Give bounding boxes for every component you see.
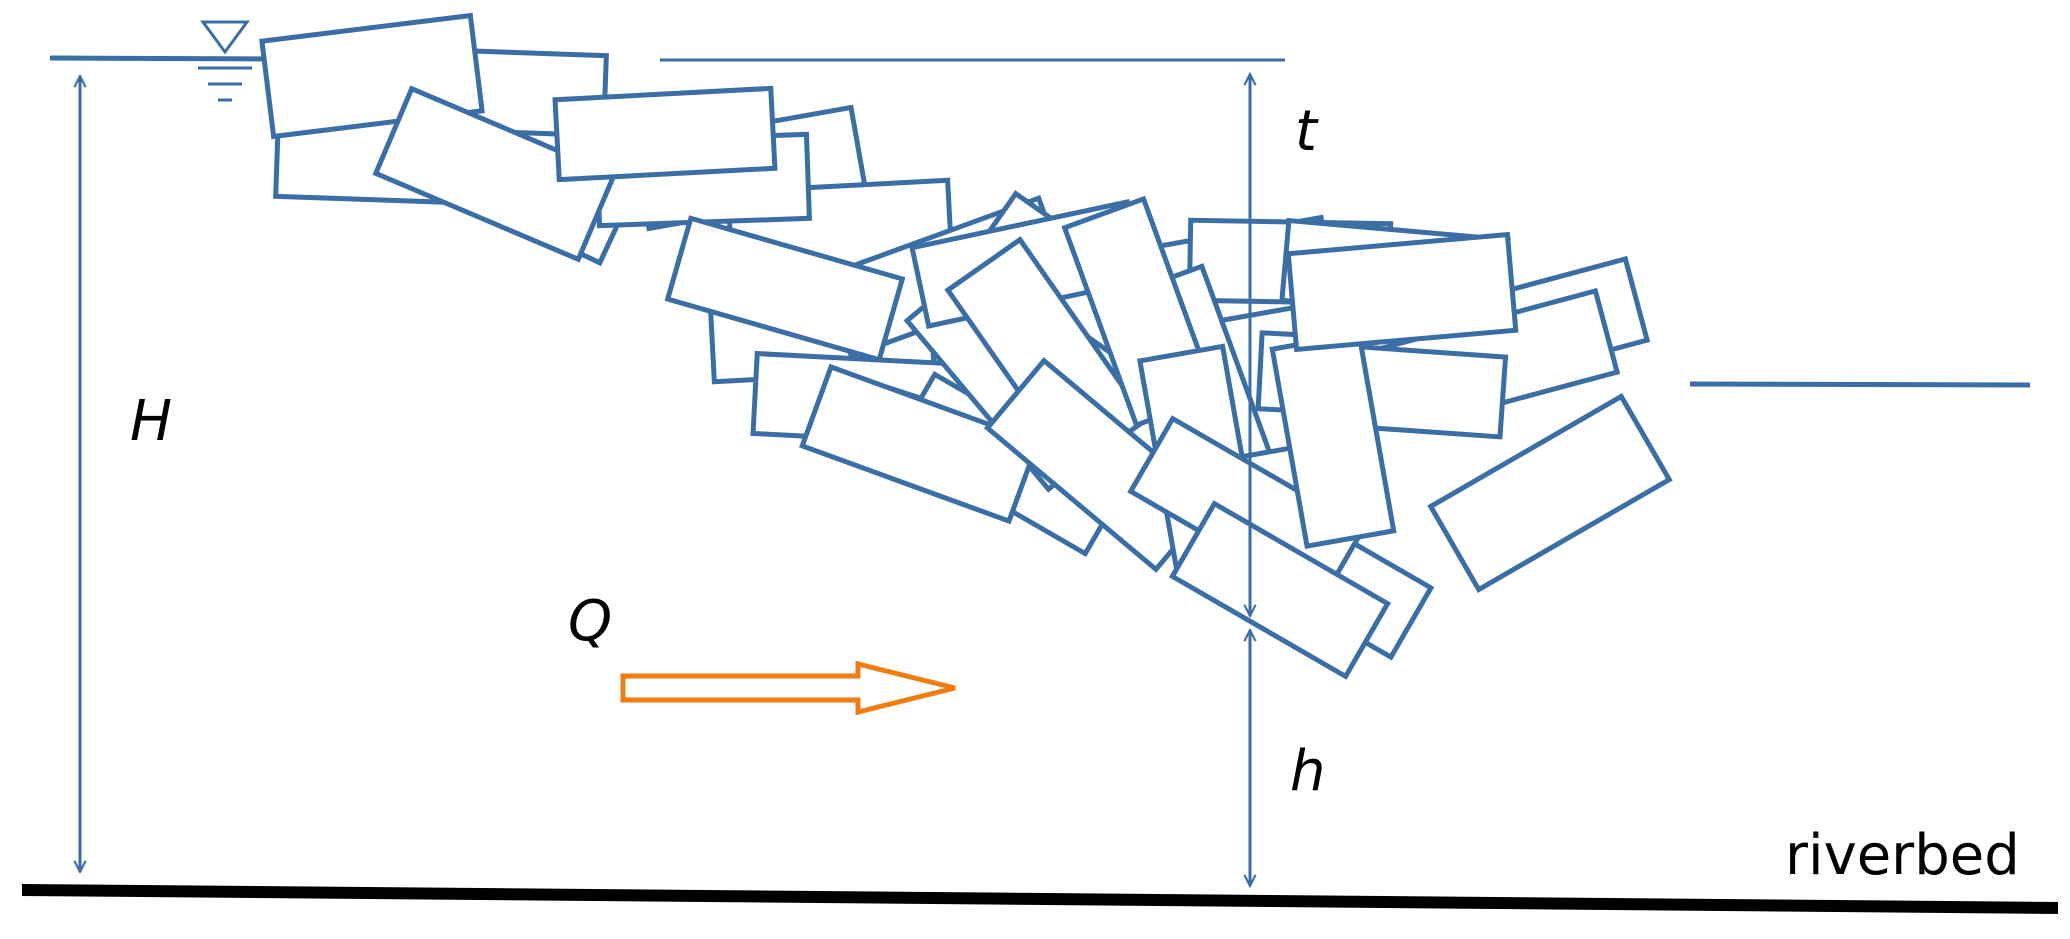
h-label: h bbox=[1290, 739, 1326, 804]
Q-label: Q bbox=[568, 589, 612, 654]
log bbox=[799, 363, 1041, 525]
log bbox=[664, 215, 906, 363]
water-level-triangle-icon bbox=[198, 20, 252, 102]
flow-arrow-icon bbox=[620, 660, 956, 716]
t-label: t bbox=[1295, 99, 1319, 164]
downstream-water-surface bbox=[1689, 381, 2031, 388]
riverbed-line bbox=[22, 884, 2058, 914]
H-label: H bbox=[130, 389, 172, 454]
log bbox=[552, 85, 778, 183]
log bbox=[1285, 231, 1519, 353]
upstream-water-surface bbox=[49, 55, 271, 62]
log bbox=[1427, 393, 1673, 593]
log-jam bbox=[259, 12, 1673, 680]
log bbox=[372, 85, 618, 263]
riverbed-label: riverbed bbox=[1785, 823, 2020, 888]
log bbox=[1168, 500, 1392, 680]
